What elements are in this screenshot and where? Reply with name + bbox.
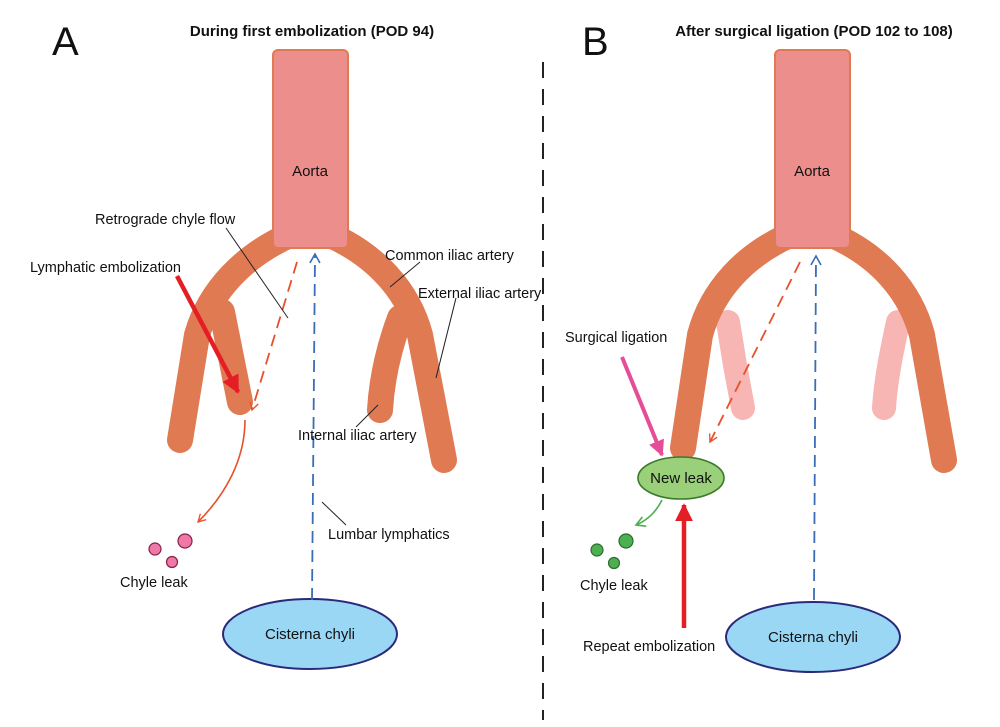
panel-a-lumbar-leader [321,501,347,526]
panel-b-chyle-leak-label: Chyle leak [580,578,648,594]
panel-b-ligation-arrow [620,356,664,457]
panel-b-ligation-label: Surgical ligation [565,330,667,346]
panel-a-embolization-label: Lymphatic embolization [30,260,181,276]
panel-a-common-iliac-leader [389,261,421,288]
panel-b-repeat-embolization-label: Repeat embolization [583,639,715,655]
panel-a-internal-iliac-leader [355,404,379,428]
panel-a-retrograde-label: Retrograde chyle flow [95,212,236,228]
panel-a-arteries [167,222,457,473]
panel-a: A During first embolization (POD 94) Aor… [30,20,542,670]
panel-a-cisterna-label: Cisterna chyli [265,626,355,643]
panel-b-chyle-droplets [590,533,634,570]
droplet [607,556,621,570]
panel-a-aorta [272,49,349,249]
left-internal-iliac-faded [716,310,755,420]
droplet [165,555,179,569]
panel-a-chyle-leak-label: Chyle leak [120,575,188,591]
droplet [177,533,193,549]
panel-b-cisterna-label: Cisterna chyli [768,629,858,646]
panel-a-lumbar-label: Lumbar lymphatics [328,527,450,543]
panel-b-title: After surgical ligation (POD 102 to 108) [675,23,953,40]
panel-b-lumbar-lymphatics-line [810,254,822,601]
droplet [618,533,634,549]
panel-b-retrograde-flow-line [708,261,801,444]
right-internal-iliac-artery [367,305,413,423]
panel-a-internal-iliac-label: Internal iliac artery [298,428,417,444]
left-common-iliac-artery [670,222,803,461]
panel-a-chyle-droplets [148,533,193,569]
panel-b: B After surgical ligation (POD 102 to 10… [565,20,957,673]
panel-a-external-iliac-label: External iliac artery [418,286,542,302]
right-internal-iliac-faded [872,310,910,420]
panel-a-title: During first embolization (POD 94) [190,23,434,40]
panel-b-aorta [774,49,851,249]
panel-a-letter: A [52,20,79,64]
panel-a-external-iliac-leader [435,297,457,379]
panel-b-new-leak [637,456,725,500]
panel-a-lumbar-lymphatics-line [309,252,321,601]
panel-b-leak-arrow [634,499,663,527]
droplet [148,542,162,556]
panel-a-leak-arrow [197,419,246,523]
panel-a-retrograde-leader [225,227,289,319]
droplet [590,543,604,557]
panel-b-new-leak-label: New leak [650,470,712,487]
panel-a-aorta-label: Aorta [292,163,329,180]
panel-b-aorta-label: Aorta [794,163,831,180]
panel-a-embolization-arrow [175,274,240,394]
panel-a-retrograde-flow-line [249,261,298,412]
panel-b-letter: B [582,20,609,64]
panel-a-common-iliac-label: Common iliac artery [385,248,515,264]
panel-b-cisterna-chyli [725,601,901,673]
panel-a-cisterna-chyli [222,598,398,670]
